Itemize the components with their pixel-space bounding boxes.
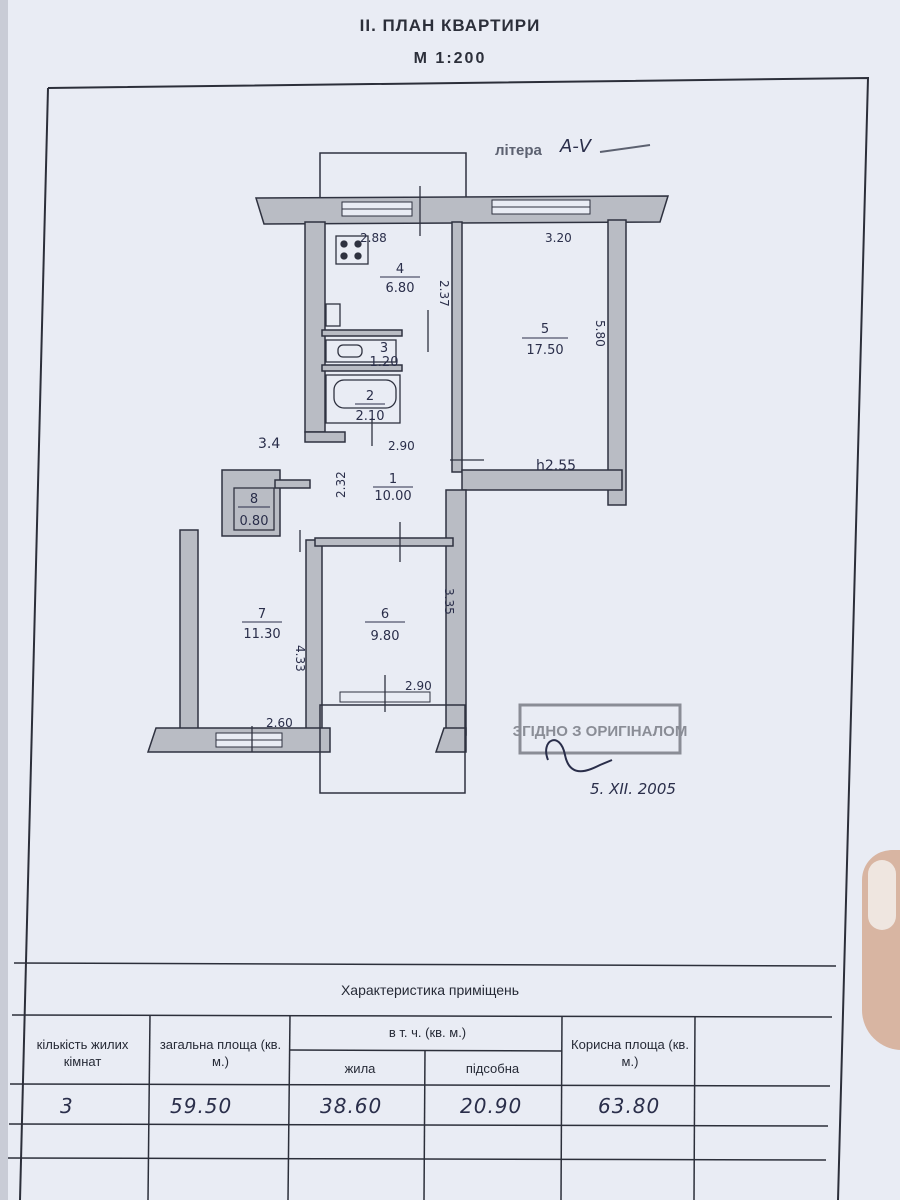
litera-label: літера [495, 142, 543, 159]
room-8-number: 8 [250, 492, 258, 507]
header-total-area: загальна площа (кв. м.) [159, 1037, 282, 1069]
certification-date: 5. XII. 2005 [590, 780, 676, 798]
room-5-number: 5 [541, 322, 549, 337]
value-auxiliary: 20.90 [460, 1094, 523, 1118]
header-living: жила [344, 1061, 376, 1076]
value-total-area: 59.50 [170, 1094, 233, 1118]
fingernail [868, 860, 896, 930]
dim-room6-depth: 3.35 [442, 588, 456, 615]
room-3-number: 3 [380, 341, 388, 356]
sink-icon [325, 303, 341, 327]
toilet-icon [337, 344, 363, 358]
document-title: II. ПЛАН КВАРТИРИ [359, 16, 541, 35]
room-7-number: 7 [258, 607, 266, 622]
bathtub-icon [333, 379, 397, 409]
dim-room7-depth: 4.33 [293, 645, 307, 672]
dim-kitchen-width: 2.88 [360, 231, 387, 245]
room-4-area: 6.80 [386, 281, 415, 296]
value-living: 38.60 [320, 1094, 383, 1118]
bathroom-box [325, 374, 401, 424]
room-2-area: 2.10 [356, 409, 385, 424]
dim-wall: 3.4 [258, 436, 280, 452]
litera-value: А-V [559, 136, 593, 157]
finger [862, 850, 900, 1050]
bottom-balcony [319, 704, 466, 794]
room-6-number: 6 [381, 607, 389, 622]
signature-icon [545, 739, 613, 773]
header-including: в т. ч. (кв. м.) [388, 1025, 467, 1040]
table-title: Характеристика приміщень [340, 982, 520, 998]
value-useful-area: 63.80 [598, 1094, 661, 1118]
room-1-area: 10.00 [374, 489, 411, 504]
value-rooms-count: 3 [60, 1094, 74, 1118]
dim-hall-width: 2.90 [388, 439, 415, 453]
certification-stamp: ЗГІДНО З ОРИГІНАЛОМ 5. XII. 2005 [513, 703, 688, 798]
frame-top-right [47, 76, 870, 1200]
dim-kitchen-depth: 2.37 [437, 280, 451, 307]
room-3-area: 1.20 [370, 355, 399, 370]
stove-icon [335, 235, 369, 265]
toilet-room-box [325, 339, 397, 363]
header-rooms-count: кількість жилих кімнат [36, 1037, 129, 1069]
scale-label: М 1:200 [413, 50, 487, 67]
ceiling-height: h2.55 [536, 458, 576, 474]
table-grid [7, 962, 837, 1200]
dim-hall-depth: 2.32 [334, 471, 348, 498]
room-2-number: 2 [366, 389, 374, 404]
frame-left [19, 87, 49, 1200]
stamp-text: ЗГІДНО З ОРИГІНАЛОМ [513, 723, 688, 740]
room-8-area: 0.80 [240, 514, 269, 529]
walls [146, 152, 670, 753]
door-marks [251, 186, 484, 752]
room-1-number: 1 [389, 472, 397, 487]
room-4-number: 4 [396, 262, 404, 277]
litera-stamp: літера А-V [495, 136, 651, 159]
room-5-area: 17.50 [526, 343, 563, 358]
header-auxiliary: підсобна [465, 1061, 520, 1076]
dim-room7-width: 2.60 [266, 716, 293, 730]
dim-room6-width: 2.90 [405, 679, 432, 693]
header-useful-area: Корисна площа (кв. м.) [571, 1037, 689, 1069]
pantry-box [233, 487, 275, 531]
room-7-area: 11.30 [243, 627, 280, 642]
dim-room5-width: 3.20 [545, 231, 572, 245]
room-6-area: 9.80 [371, 629, 400, 644]
dim-room5-depth: 5.80 [593, 320, 607, 347]
